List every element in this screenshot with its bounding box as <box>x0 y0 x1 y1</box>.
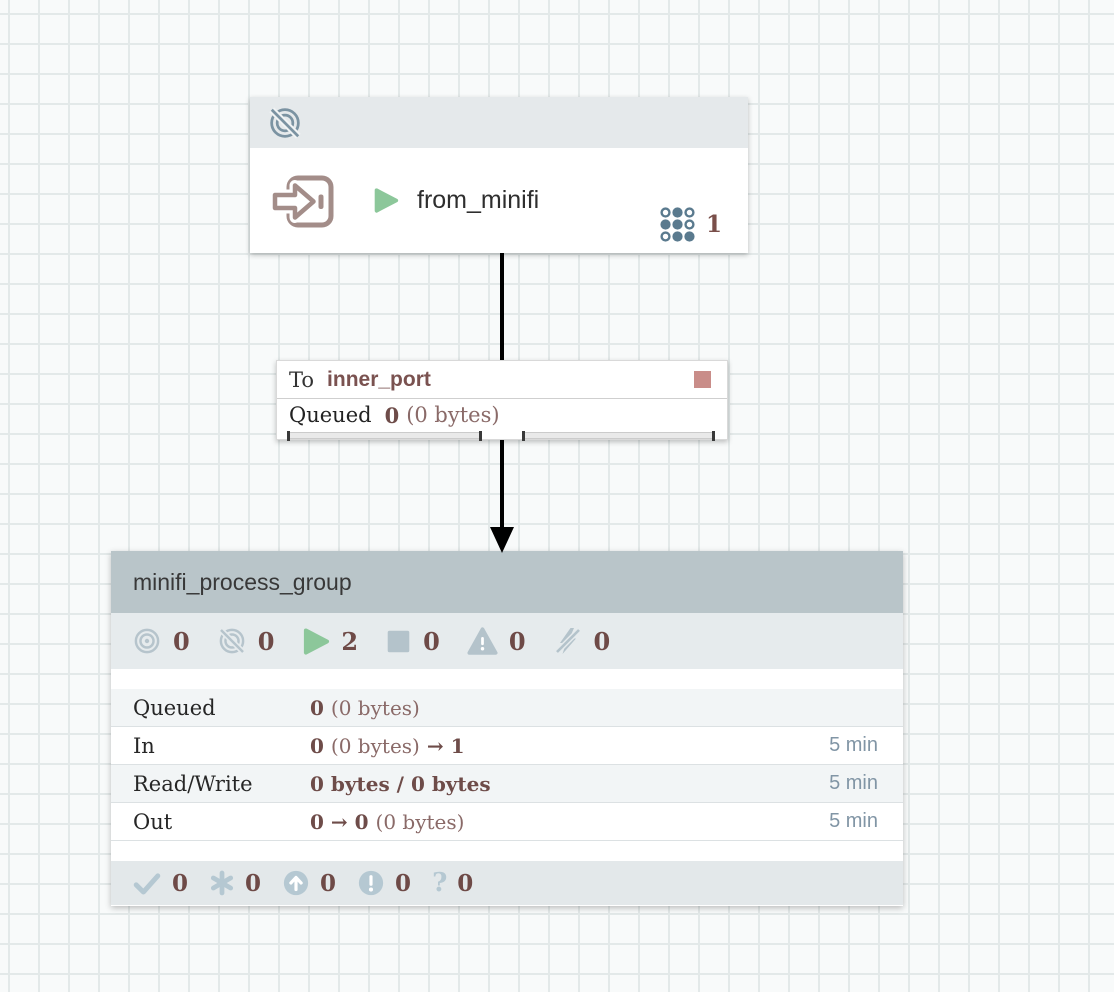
sync-failure-stat: ? 0 <box>432 868 474 898</box>
queued-size: (0 bytes) <box>330 695 420 720</box>
up-to-date-stat: 0 <box>132 870 188 897</box>
stopped-icon <box>387 630 410 652</box>
not-transmitting-icon <box>218 627 245 655</box>
disabled-bolt-icon <box>554 628 581 654</box>
input-port-header <box>250 97 748 148</box>
in-size: (0 bytes) <box>330 733 420 758</box>
connection-queued-size: (0 bytes) <box>406 403 500 427</box>
readwrite-value: 0 bytes / 0 bytes <box>310 771 491 796</box>
process-group-version-bar: 0 0 0 <box>111 861 903 905</box>
connection-destination-name: inner_port <box>327 367 431 391</box>
in-count: 0 <box>310 733 324 758</box>
stale-up-arrow-icon <box>283 870 309 896</box>
object-threshold-bar <box>287 431 482 441</box>
remote-ports-grid-icon <box>660 207 695 242</box>
remote-port-count-badge: 1 <box>659 206 722 243</box>
connection-queued-label: Queued <box>289 403 372 427</box>
connection-header: To inner_port <box>277 361 727 399</box>
out-value: 0 → 0 <box>310 809 369 834</box>
invalid-warning-icon <box>467 626 498 655</box>
size-threshold-bar <box>522 431 715 441</box>
input-port-component[interactable]: from_minifi 1 <box>250 97 748 253</box>
up-to-date-check-icon <box>133 872 161 895</box>
queued-count: 0 <box>310 695 324 720</box>
connection-to-label: To <box>289 367 315 392</box>
transmitting-icon <box>134 628 160 654</box>
locally-modified-stale-exclamation-icon <box>358 870 384 896</box>
process-group-status-bar: 0 0 2 <box>111 613 903 669</box>
transmitting-stat: 0 <box>132 626 190 656</box>
connection-queued-count: 0 <box>384 402 400 428</box>
disabled-stat: 0 <box>553 626 610 656</box>
not-transmitting-stat: 0 <box>217 626 274 656</box>
remote-port-count: 1 <box>705 211 722 238</box>
running-stat: 2 <box>301 627 358 656</box>
input-port-body: from_minifi 1 <box>250 148 748 253</box>
in-arrow-target: → 1 <box>426 733 465 758</box>
input-port-icon <box>272 175 334 227</box>
metric-row-in: In 0 (0 bytes) → 1 5 min <box>111 727 903 765</box>
connection-threshold-bars <box>277 431 727 441</box>
connection-label[interactable]: To inner_port Queued 0 (0 bytes) <box>276 360 728 441</box>
sync-failure-question-icon: ? <box>432 868 448 898</box>
not-transmitting-icon <box>269 106 301 139</box>
process-group-metrics: Queued 0 (0 bytes) In 0 (0 bytes) → 1 5 … <box>111 689 903 841</box>
invalid-stat: 0 <box>467 626 526 657</box>
locally-modified-asterisk-icon <box>210 870 234 896</box>
out-size: (0 bytes) <box>375 809 465 834</box>
metric-row-queued: Queued 0 (0 bytes) <box>111 689 903 727</box>
running-icon <box>304 627 330 655</box>
input-port-name: from_minifi <box>417 186 540 214</box>
running-icon <box>374 188 399 213</box>
locally-modified-stat: 0 <box>209 870 261 897</box>
metric-row-readwrite: Read/Write 0 bytes / 0 bytes 5 min <box>111 765 903 803</box>
connection-queued-row: Queued 0 (0 bytes) <box>277 399 727 431</box>
stopped-stat: 0 <box>385 627 440 656</box>
connection-stopped-square-icon <box>694 371 711 388</box>
stale-stat: 0 <box>282 869 336 897</box>
locally-modified-stale-stat: 0 <box>357 869 411 897</box>
process-group-component[interactable]: minifi_process_group 0 <box>111 551 903 906</box>
process-group-name: minifi_process_group <box>111 551 903 613</box>
metric-row-out: Out 0 → 0 (0 bytes) 5 min <box>111 803 903 841</box>
